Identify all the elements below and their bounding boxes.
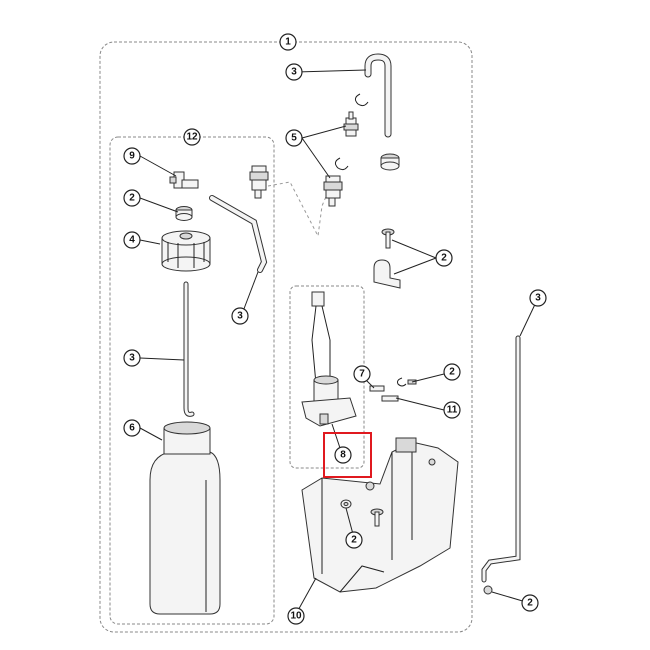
reservoir-cap: [161, 230, 211, 272]
callout-5[interactable]: 5: [285, 129, 303, 147]
callout-3-top-label: 3: [291, 67, 297, 78]
callout-3-diptube[interactable]: 3: [123, 349, 141, 367]
callout-3-hose-label: 3: [237, 311, 243, 322]
callout-2-clamp-label: 2: [441, 253, 447, 264]
reservoir-bottle: [149, 421, 221, 615]
callout-2-group12[interactable]: 2: [123, 189, 141, 207]
callout-2-bracket[interactable]: 2: [345, 531, 363, 549]
grommet-right: [380, 153, 400, 171]
callout-2-clip-label: 2: [449, 367, 455, 378]
callout-10[interactable]: 10: [287, 607, 305, 625]
callout-7-label: 7: [359, 369, 365, 380]
callout-11-label: 11: [447, 405, 458, 416]
grommet-group12: [175, 206, 193, 221]
tube-hook-top: [364, 53, 392, 138]
retaining-clip-lower: [334, 157, 349, 171]
callout-4[interactable]: 4: [123, 231, 141, 249]
callout-3-right-label: 3: [535, 293, 541, 304]
elbow-fitting: [169, 171, 199, 189]
nut-bracket: [365, 481, 375, 491]
small-fitting-7: [369, 385, 385, 392]
callout-2-clip[interactable]: 2: [443, 363, 461, 381]
small-fitting-11: [381, 395, 399, 402]
connector-fitting-upper: [343, 111, 359, 137]
callout-8[interactable]: 8: [334, 446, 352, 464]
connector-dashed-path: [267, 177, 335, 238]
callout-4-label: 4: [129, 235, 135, 246]
callout-7[interactable]: 7: [353, 365, 371, 383]
callout-3-hose[interactable]: 3: [231, 307, 249, 325]
callout-3-right[interactable]: 3: [529, 289, 547, 307]
pump-assembly: [301, 291, 357, 427]
screw-bottom-right: [483, 585, 493, 595]
callout-6[interactable]: 6: [123, 419, 141, 437]
callout-12[interactable]: 12: [183, 128, 201, 146]
retaining-clip-upper: [354, 93, 369, 107]
long-tube-right: [481, 335, 521, 583]
callout-9[interactable]: 9: [123, 147, 141, 165]
connector-fitting-lower: [323, 175, 343, 207]
callout-2-bracket-label: 2: [351, 535, 357, 546]
callout-11[interactable]: 11: [443, 401, 461, 419]
callout-2-clamp[interactable]: 2: [435, 249, 453, 267]
callout-8-label: 8: [340, 450, 346, 461]
callout-3-diptube-label: 3: [129, 353, 135, 364]
callout-6-label: 6: [129, 423, 135, 434]
screw-bracket: [370, 508, 384, 527]
callout-5-label: 5: [291, 133, 297, 144]
connector-fitting-group12: [249, 165, 269, 199]
callout-1-label: 1: [285, 37, 291, 48]
callout-9-label: 9: [129, 151, 135, 162]
mounting-bracket: [301, 437, 459, 593]
callout-2-bottom-right[interactable]: 2: [521, 594, 539, 612]
callout-3-top[interactable]: 3: [285, 63, 303, 81]
callout-2-group12-label: 2: [129, 193, 135, 204]
callout-12-label: 12: [186, 132, 198, 143]
callout-10-label: 10: [290, 611, 302, 622]
callout-1[interactable]: 1: [279, 33, 297, 51]
screw-upper-right: [381, 228, 395, 249]
assembly-12-boundary: [109, 136, 275, 625]
washer-bracket: [340, 499, 352, 509]
callout-2-bottom-right-label: 2: [527, 598, 533, 609]
hose-clamp: [373, 259, 401, 289]
highlight-box: [323, 432, 372, 478]
